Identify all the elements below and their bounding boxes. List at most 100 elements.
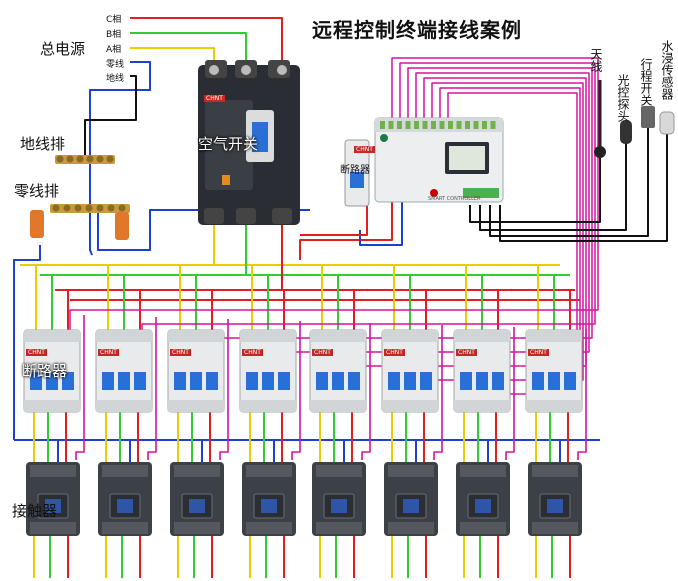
controller-terminal-11 bbox=[465, 121, 470, 129]
ctrl-4 bbox=[291, 321, 301, 460]
controller-terminal-5 bbox=[414, 121, 419, 129]
breaker-body-7 bbox=[453, 329, 511, 413]
travel-switch-cable bbox=[489, 125, 649, 237]
antenna-base bbox=[594, 146, 606, 158]
brand-badge-small-breaker: CHNT bbox=[354, 146, 375, 153]
brand-badge-breaker-8: CHNT bbox=[528, 349, 549, 356]
neutral-bar-screw-4 bbox=[85, 204, 93, 212]
controller-power-n bbox=[359, 200, 403, 246]
wires-layer bbox=[13, 17, 668, 578]
brand-badge-breaker-7: CHNT bbox=[456, 349, 477, 356]
antenna-cable bbox=[469, 150, 601, 223]
air-switch-bottom-terminal-1 bbox=[204, 208, 224, 224]
breaker-body-3 bbox=[167, 329, 225, 413]
contactor-bottom-terminal-1 bbox=[30, 522, 76, 534]
breakers-label: 断路器 bbox=[22, 362, 68, 380]
travel-switch bbox=[641, 106, 655, 128]
earth-bar-label: 地线排 bbox=[20, 135, 66, 153]
breaker-toggle-7-1 bbox=[460, 372, 472, 390]
air-switch-test-button bbox=[222, 175, 230, 185]
small-breaker-feed bbox=[300, 200, 368, 236]
controller-terminal-green bbox=[463, 188, 499, 198]
breaker-top-terminal-3 bbox=[168, 330, 224, 342]
earth-bar bbox=[55, 155, 115, 164]
breaker-top-terminal-7 bbox=[454, 330, 510, 342]
breaker-bottom-terminal-6 bbox=[382, 400, 438, 412]
earth-bar-screw-2 bbox=[66, 155, 74, 163]
contactor-top-terminal-7 bbox=[460, 465, 506, 477]
controller-terminal-9 bbox=[448, 121, 453, 129]
contactor-indicator-7 bbox=[475, 499, 491, 513]
controller-terminal-14 bbox=[490, 121, 496, 129]
brand-badge-breaker-2: CHNT bbox=[98, 349, 119, 356]
controller-terminal-7 bbox=[431, 121, 436, 129]
breaker-toggle-8-3 bbox=[564, 372, 576, 390]
ctrl-6 bbox=[433, 325, 443, 460]
wire-phase-c bbox=[130, 17, 283, 65]
breaker-toggle-6-2 bbox=[404, 372, 416, 390]
earth-bar-screw-5 bbox=[96, 155, 104, 163]
breaker-toggle-7-3 bbox=[492, 372, 504, 390]
controller-terminal-10 bbox=[456, 121, 462, 129]
contactors-label: 接触器 bbox=[12, 502, 58, 520]
breaker-toggle-1-3 bbox=[62, 372, 74, 390]
breaker-body-4 bbox=[239, 329, 297, 413]
neutral-bar-screw-1 bbox=[52, 204, 60, 212]
breaker-toggle-3-1 bbox=[174, 372, 186, 390]
main-power-label: 总电源 bbox=[40, 40, 86, 58]
contactor-indicator-3 bbox=[189, 499, 205, 513]
ctrl-5 bbox=[361, 323, 371, 460]
breaker-bottom-terminal-4 bbox=[240, 400, 296, 412]
neutral-left-down bbox=[13, 245, 41, 440]
breaker-toggle-2-2 bbox=[118, 372, 130, 390]
contactor-indicator-1 bbox=[45, 499, 61, 513]
neutral-bar-screw-2 bbox=[63, 204, 71, 212]
page-title: 远程控制终端接线案例 bbox=[312, 18, 522, 42]
ctrl-bus-2 bbox=[141, 62, 596, 330]
contactor-top-terminal-1 bbox=[30, 465, 76, 477]
wire-earth-main bbox=[84, 75, 137, 155]
breaker-toggle-1-1 bbox=[30, 372, 42, 390]
controller-terminal-1 bbox=[380, 121, 385, 129]
contactor-top-terminal-6 bbox=[388, 465, 434, 477]
breaker-body-8 bbox=[525, 329, 583, 413]
air-switch-handle bbox=[252, 122, 268, 152]
air-switch-screw-3 bbox=[277, 65, 287, 75]
contactor-indicator-5 bbox=[331, 499, 347, 513]
air-switch-bottom-terminal-2 bbox=[236, 208, 256, 224]
contactor-bottom-terminal-2 bbox=[102, 522, 148, 534]
contactor-indicator-2 bbox=[117, 499, 133, 513]
breaker-bottom-terminal-5 bbox=[310, 400, 366, 412]
breaker-toggle-6-1 bbox=[388, 372, 400, 390]
breaker-top-terminal-2 bbox=[96, 330, 152, 342]
phase-c-label: C相 bbox=[106, 15, 122, 25]
breaker-toggle-3-3 bbox=[206, 372, 218, 390]
small-breaker-label: 断路器 bbox=[340, 165, 370, 176]
controller-logo bbox=[380, 134, 388, 142]
contactor-top-terminal-4 bbox=[246, 465, 292, 477]
phase-a-label: A相 bbox=[106, 45, 122, 55]
earth-label: 地线 bbox=[106, 74, 125, 84]
travel-switch-label: 行程开关 bbox=[639, 58, 653, 106]
breaker-toggle-2-1 bbox=[102, 372, 114, 390]
wire-neutral-main bbox=[89, 61, 151, 256]
water-sensor-label: 水浸传感器 bbox=[660, 40, 674, 100]
neutral-bar-screw-7 bbox=[118, 204, 126, 212]
neutral-bar-screw-6 bbox=[107, 204, 115, 212]
neutral-bar-label: 零线排 bbox=[14, 182, 60, 200]
controller-terminal-4 bbox=[405, 121, 411, 129]
light-probe bbox=[620, 120, 632, 144]
brand-badge-breaker-1: CHNT bbox=[26, 349, 47, 356]
ctrl-7 bbox=[505, 327, 515, 460]
breaker-bottom-terminal-2 bbox=[96, 400, 152, 412]
controller-terminal-2 bbox=[388, 121, 394, 129]
contactor-top-terminal-5 bbox=[316, 465, 362, 477]
controller-model: SMART CONTROLLER bbox=[428, 196, 481, 202]
contactor-indicator-4 bbox=[261, 499, 277, 513]
brand-badge-breaker-4: CHNT bbox=[242, 349, 263, 356]
brand-badge-breaker-6: CHNT bbox=[384, 349, 405, 356]
controller-terminal-12 bbox=[473, 121, 479, 129]
wire-phase-a bbox=[130, 47, 215, 65]
breaker-toggle-4-2 bbox=[262, 372, 274, 390]
ctrl-8 bbox=[577, 329, 587, 460]
